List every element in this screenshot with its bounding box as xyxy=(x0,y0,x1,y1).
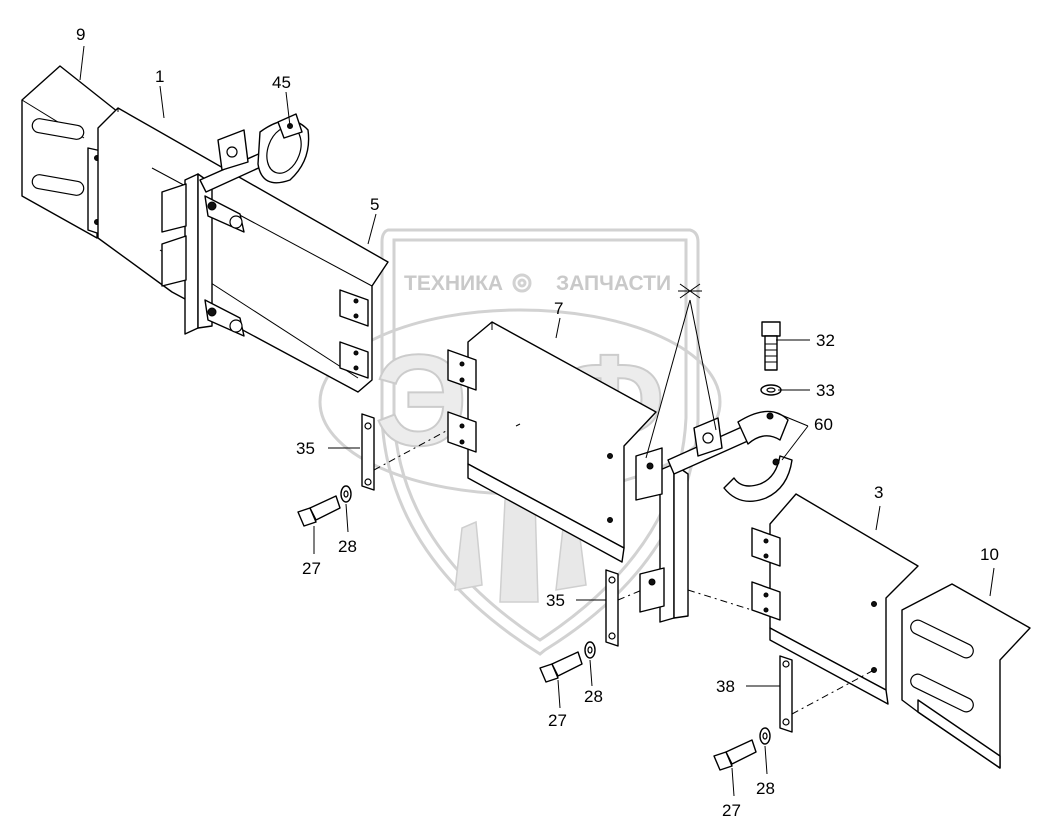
callout-5: 5 xyxy=(370,195,379,214)
callout-35-middle: 35 xyxy=(546,591,565,610)
callout-10: 10 xyxy=(980,545,999,564)
end-cap-10 xyxy=(901,583,1031,769)
callouts: 9 1 45 5 7 32 33 60 35 28 27 3 10 35 28 … xyxy=(76,25,999,820)
callout-28-left: 28 xyxy=(338,537,357,556)
callout-27-right: 27 xyxy=(722,801,741,820)
strip-38 xyxy=(779,655,793,733)
clamp-45 xyxy=(257,113,310,184)
callout-45: 45 xyxy=(272,73,291,92)
callout-1: 1 xyxy=(155,67,164,86)
guard-1 xyxy=(97,107,389,393)
bolt-27-middle xyxy=(539,651,583,683)
callout-35-left: 35 xyxy=(296,439,315,458)
callout-7: 7 xyxy=(554,299,563,318)
washer-33 xyxy=(760,384,782,396)
washer-28-middle xyxy=(584,641,596,659)
watermark-shield xyxy=(380,228,700,656)
callout-27-left: 27 xyxy=(302,559,321,578)
callout-28-middle: 28 xyxy=(584,687,603,706)
gear-icon xyxy=(512,273,532,293)
washer-28-right xyxy=(759,727,771,745)
washer-28-left xyxy=(340,485,352,503)
callout-32: 32 xyxy=(816,331,835,350)
callout-3: 3 xyxy=(874,483,883,502)
callout-9: 9 xyxy=(76,25,85,44)
plate-3 xyxy=(751,493,919,705)
bolt-27-right xyxy=(713,739,757,771)
callout-38: 38 xyxy=(716,677,735,696)
callout-60: 60 xyxy=(814,415,833,434)
callout-33: 33 xyxy=(816,381,835,400)
strip-35-middle xyxy=(605,569,619,647)
watermark-left-word: ТЕХНИКА xyxy=(404,272,503,295)
bracket-middle xyxy=(635,417,751,623)
clamp-60 xyxy=(723,410,793,502)
strip-35-left xyxy=(361,413,375,491)
plate-7 xyxy=(447,321,657,563)
leader-lines xyxy=(79,45,995,797)
reference-x xyxy=(645,283,717,459)
bolt-32 xyxy=(761,321,781,371)
callout-28-right: 28 xyxy=(756,779,775,798)
alignment-lines xyxy=(373,429,875,715)
bracket-left xyxy=(161,129,277,337)
watermark-right-word: ЗАПЧАСТИ xyxy=(556,272,671,295)
callout-27-middle: 27 xyxy=(548,711,567,730)
bolt-27-left xyxy=(297,495,341,527)
